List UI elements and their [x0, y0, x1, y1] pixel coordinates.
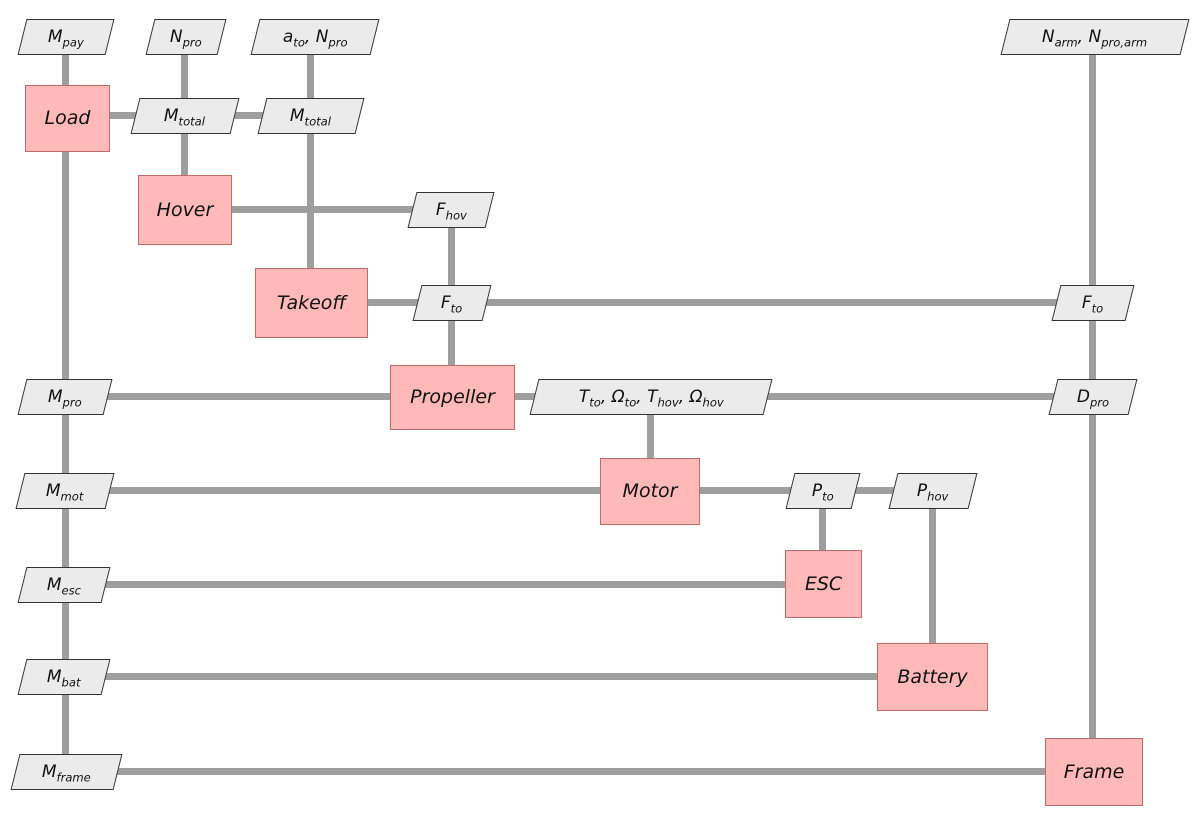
edge-tomega-motor [647, 397, 654, 491]
data-node-m-mot: Mmot [15, 473, 115, 509]
data-node-f-hov: Fhov [407, 192, 495, 228]
component-battery: Battery [877, 643, 988, 711]
component-label: Load [44, 107, 91, 129]
edge-ato-mtotal-takeoff [307, 37, 314, 303]
data-node-f-to: Fto [412, 285, 492, 321]
component-propeller: Propeller [390, 365, 515, 430]
data-node-narm-nproarm: Narm, Npro,arm [1000, 19, 1190, 55]
component-label: Takeoff [276, 291, 347, 314]
edge-phov-battery [929, 491, 936, 677]
component-takeoff: Takeoff [255, 268, 368, 338]
component-label: Frame [1063, 760, 1125, 783]
data-node-label: Mtotal [290, 105, 332, 128]
data-node-label: Mbat [47, 666, 81, 689]
data-node-m-bat: Mbat [17, 659, 111, 695]
data-node-label: Npro [170, 26, 202, 49]
data-node-label: Tto, Ωto, Thov, Ωhov [578, 386, 724, 409]
component-label: Hover [156, 198, 214, 221]
data-node-label: Fto [1082, 292, 1104, 315]
data-node-label: Fto [441, 292, 463, 315]
data-node-ato-npro: ato, Npro [250, 19, 380, 55]
edge-hover-fhov [185, 206, 451, 213]
data-node-f-to-right: Fto [1051, 285, 1135, 321]
data-node-label: Mtotal [164, 105, 206, 128]
data-node-label: Mframe [42, 761, 91, 784]
data-node-label: Mpay [48, 26, 84, 49]
data-node-m-total-takeoff: Mtotal [257, 98, 365, 134]
data-node-label: Dpro [1076, 386, 1110, 409]
data-node-label: Narm, Npro,arm [1042, 26, 1148, 49]
data-node-m-esc: Mesc [17, 567, 111, 603]
component-label: Motor [622, 480, 678, 502]
data-node-m-pro: Mpro [17, 379, 113, 415]
component-frame: Frame [1045, 738, 1143, 806]
data-node-p-hov: Phov [888, 473, 978, 509]
component-label: ESC [804, 572, 843, 595]
data-node-m-frame: Mframe [10, 754, 123, 790]
data-node-label: Mesc [46, 574, 82, 597]
data-node-label: Pto [812, 480, 834, 503]
data-node-t-omega: Tto, Ωto, Thov, Ωhov [529, 379, 773, 415]
edge-mesc-esc [64, 581, 823, 588]
edge-mbat-battery [64, 673, 932, 680]
data-node-label: Fhov [435, 199, 467, 222]
data-node-m-total-hover: Mtotal [130, 98, 240, 134]
edge-mframe-frame [66, 768, 1094, 775]
component-load: Load [25, 85, 110, 152]
data-node-n-pro: Npro [145, 19, 227, 55]
component-esc: ESC [785, 550, 862, 618]
data-node-d-pro: Dpro [1048, 379, 1138, 415]
data-node-label: ato, Npro [282, 26, 348, 49]
data-node-m-pay: Mpay [17, 19, 115, 55]
data-node-p-to: Pto [785, 473, 861, 509]
data-node-label: Mpro [48, 386, 82, 409]
component-label: Battery [897, 665, 968, 688]
edge-mmot-motor-pto-phov [65, 487, 933, 494]
edge-pto-esc [819, 491, 826, 584]
data-node-label: Mmot [46, 480, 84, 503]
component-label: Propeller [410, 386, 495, 408]
component-motor: Motor [600, 458, 700, 525]
component-hover: Hover [138, 175, 232, 245]
data-node-label: Phov [917, 480, 949, 503]
edge-takeoff-fto-ftoright [311, 299, 1093, 306]
